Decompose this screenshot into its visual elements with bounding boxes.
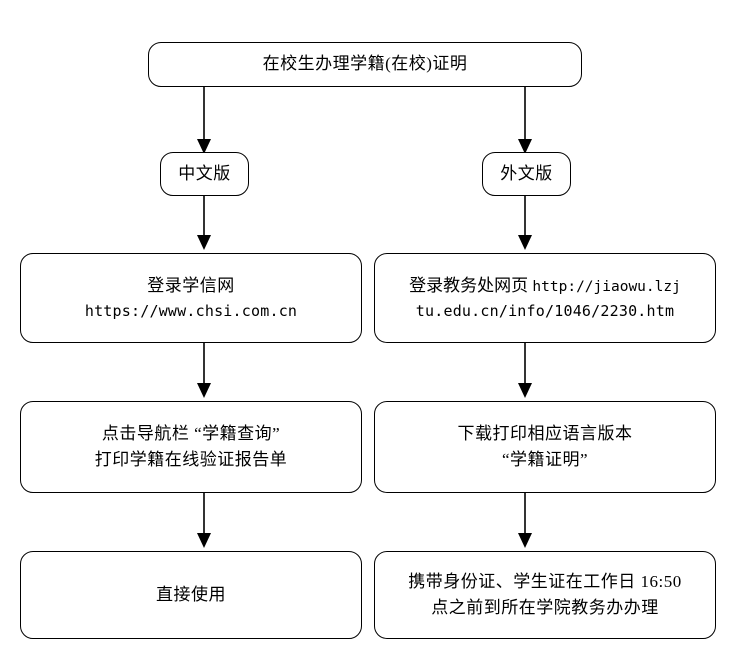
node-branch-foreign-label: 外文版	[500, 163, 553, 183]
node-foreign-step-2-line-1: 下载打印相应语言版本	[457, 423, 633, 443]
node-chinese-step-1-url: https://www.chsi.com.cn	[84, 301, 298, 320]
node-branch-chinese-label: 中文版	[178, 163, 231, 183]
node-foreign-step-3[interactable]: 携带身份证、学生证在工作日 16:50 点之前到所在学院教务办办理	[374, 551, 716, 639]
node-root-label: 在校生办理学籍(在校)证明	[262, 54, 468, 74]
connector-root-to-foreign	[518, 86, 532, 154]
node-foreign-step-3-line-2: 点之前到所在学院教务办办理	[431, 598, 659, 617]
connector-root-to-chinese	[197, 86, 211, 154]
node-chinese-step-3-line-1: 直接使用	[156, 584, 226, 604]
node-root-title[interactable]: 在校生办理学籍(在校)证明	[148, 42, 582, 87]
connector-cn-step1-to-step2	[197, 343, 211, 398]
node-chinese-step-2-line-2: 打印学籍在线验证报告单	[94, 450, 288, 469]
node-foreign-step-2[interactable]: 下载打印相应语言版本 “学籍证明”	[374, 401, 716, 493]
node-branch-foreign[interactable]: 外文版	[482, 152, 571, 196]
connector-foreign-to-step1	[518, 195, 532, 250]
node-foreign-step-3-line-1: 携带身份证、学生证在工作日 16:50	[408, 571, 682, 591]
node-chinese-step-2-line-1: 点击导航栏 “学籍查询”	[101, 423, 281, 443]
node-foreign-step-2-line-2: “学籍证明”	[501, 450, 589, 469]
node-foreign-step-1-text: 登录教务处网页	[409, 276, 533, 296]
connector-fl-step1-to-step2	[518, 343, 532, 398]
connector-fl-step2-to-step3	[518, 493, 532, 548]
node-chinese-step-1-line-1: 登录学信网	[147, 276, 235, 296]
node-branch-chinese[interactable]: 中文版	[160, 152, 249, 196]
connector-cn-step2-to-step3	[197, 493, 211, 548]
node-foreign-step-1-url-part-2: tu.edu.cn/info/1046/2230.htm	[415, 301, 675, 320]
connector-chinese-to-step1	[197, 195, 211, 250]
node-chinese-step-3[interactable]: 直接使用	[20, 551, 362, 639]
node-chinese-step-2[interactable]: 点击导航栏 “学籍查询” 打印学籍在线验证报告单	[20, 401, 362, 493]
node-foreign-step-1[interactable]: 登录教务处网页 http://jiaowu.lzj tu.edu.cn/info…	[374, 253, 716, 343]
node-chinese-step-1[interactable]: 登录学信网 https://www.chsi.com.cn	[20, 253, 362, 343]
node-foreign-step-1-url-part-1: http://jiaowu.lzj	[532, 279, 681, 296]
node-foreign-step-1-line-1: 登录教务处网页 http://jiaowu.lzj	[409, 273, 681, 299]
